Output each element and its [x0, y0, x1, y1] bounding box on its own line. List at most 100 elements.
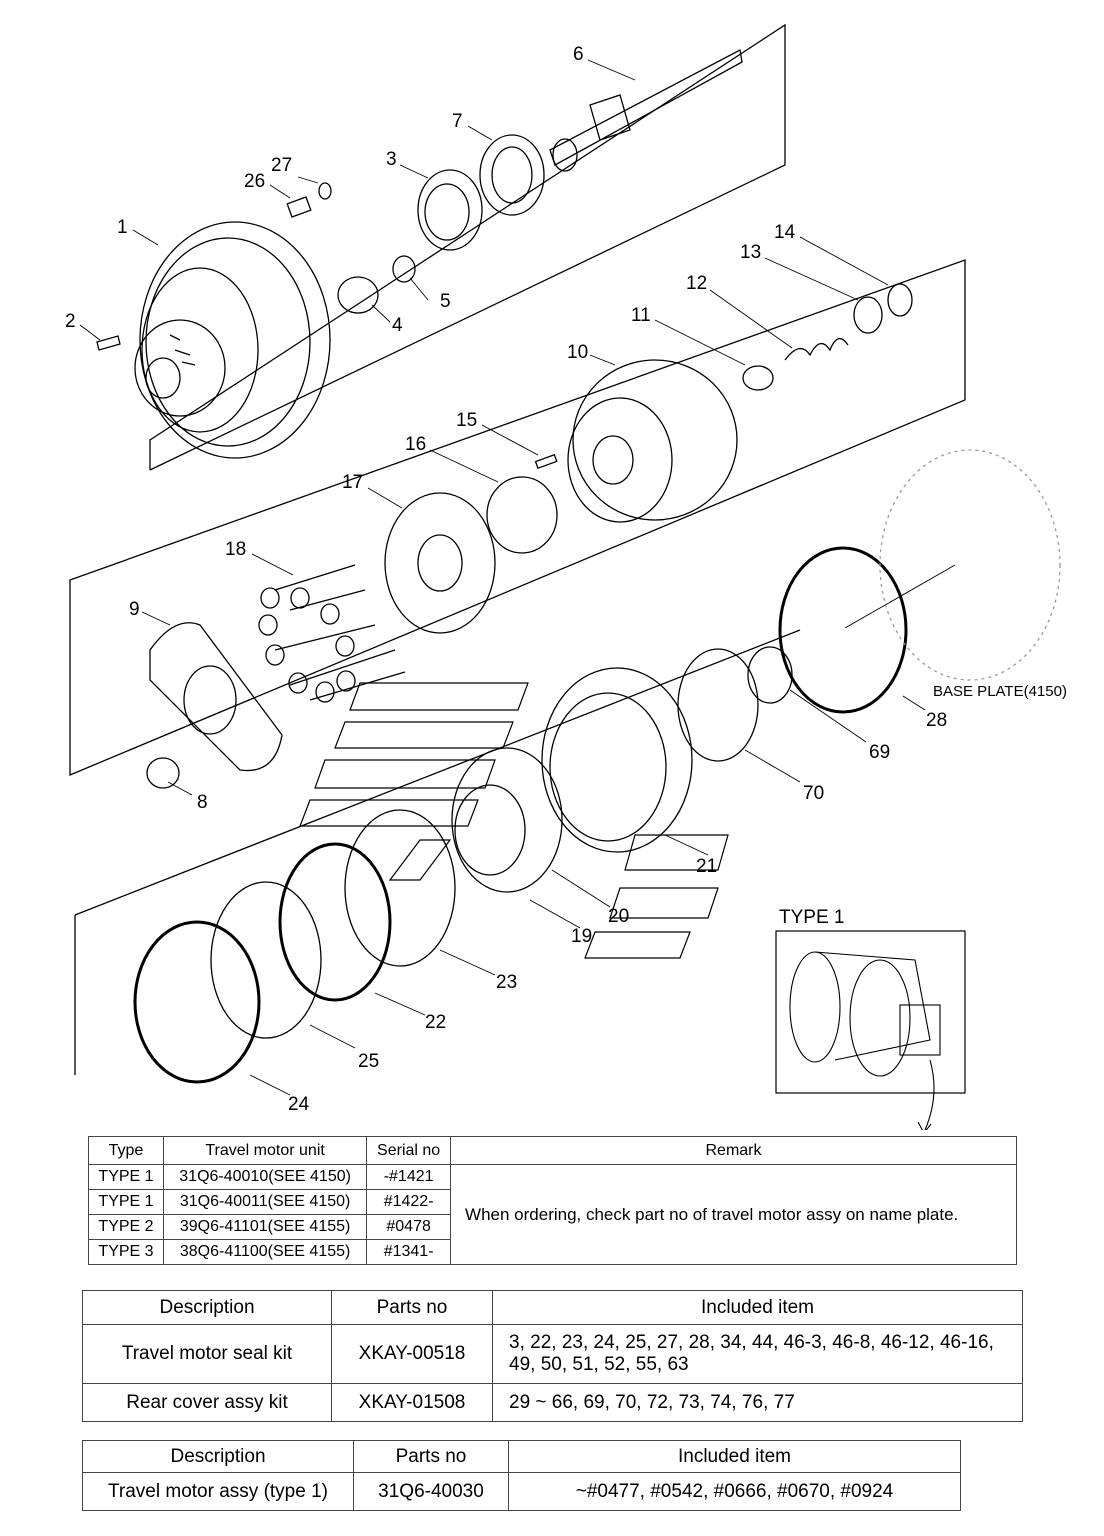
cell-included: 3, 22, 23, 24, 25, 27, 28, 34, 44, 46-3,… [492, 1324, 1023, 1384]
table-row: TYPE 1 31Q6-40010(SEE 4150) -#1421 When … [88, 1164, 1017, 1265]
callout-1: 1 [117, 217, 128, 238]
exploded-parts-diagram: 6 7 3 27 26 1 2 5 4 14 13 12 11 10 15 16… [65, 23, 1067, 1130]
callout-15: 15 [456, 410, 477, 431]
callout-2: 2 [65, 311, 76, 332]
o-ring-part [392, 255, 416, 283]
cell-unit: 31Q6-40011(SEE 4150) [162, 1189, 368, 1215]
watermark-logo [299, 682, 729, 959]
drive-shaft-part [549, 49, 743, 172]
callout-3: 3 [386, 149, 397, 170]
swash-plate-part [149, 622, 283, 772]
cell-description: Rear cover assy kit [82, 1383, 332, 1422]
callout-24: 24 [288, 1094, 310, 1115]
callout-7: 7 [452, 111, 463, 132]
cell-unit: 31Q6-40010(SEE 4150) [162, 1164, 368, 1190]
plug-part [286, 196, 312, 218]
cell-description: Travel motor assy (type 1) [82, 1472, 354, 1511]
callout-19: 19 [571, 926, 592, 947]
brake-piston-part [451, 747, 563, 893]
set-screw-part [96, 335, 121, 351]
ball-bearing-part [479, 134, 545, 216]
callout-22: 22 [425, 1012, 446, 1033]
callout-8: 8 [197, 792, 208, 813]
leader-lines [79, 59, 956, 1096]
spacer-part [853, 296, 883, 334]
cylinder-block-part [567, 359, 738, 523]
type1-inset: TYPE 1 [775, 907, 966, 1130]
large-o-ring-part [778, 546, 908, 714]
callout-4: 4 [392, 315, 403, 336]
callout-70: 70 [803, 783, 824, 804]
cell-type: TYPE 1 [88, 1164, 164, 1190]
table-row: TYPE 1 31Q6-40011(SEE 4150) #1422- [88, 1189, 1017, 1215]
valve-plate-part [677, 648, 759, 762]
cell-serial: #1341- [366, 1239, 452, 1265]
snap-ring-part [887, 283, 913, 317]
callout-20: 20 [608, 906, 629, 927]
steel-ball-part [146, 757, 180, 789]
bearing-part [417, 169, 483, 251]
col-header-remark: Remark [450, 1136, 1017, 1165]
seal-ring-22-part [278, 842, 392, 1002]
washer-part [742, 365, 774, 391]
cell-parts-no: XKAY-00518 [331, 1324, 493, 1384]
callout-28: 28 [926, 710, 947, 731]
callout-26: 26 [244, 171, 265, 192]
rear-flange-part [541, 667, 693, 853]
callout-11: 11 [631, 305, 651, 326]
cell-type: TYPE 2 [88, 1214, 164, 1240]
callout-12: 12 [686, 273, 707, 294]
table-row: TYPE 2 39Q6-41101(SEE 4155) #0478 [88, 1214, 1017, 1240]
col-header-included: Included item [492, 1290, 1023, 1325]
col-header-included: Included item [508, 1440, 961, 1473]
table-row: TYPE 3 38Q6-41100(SEE 4155) #1341- [88, 1239, 1017, 1265]
base-plate-note: BASE PLATE(4150) [933, 683, 1067, 700]
cell-type: TYPE 3 [88, 1239, 164, 1265]
cell-included: 29 ~ 66, 69, 70, 72, 73, 74, 76, 77 [492, 1383, 1023, 1422]
callout-16: 16 [405, 434, 426, 455]
cell-remark: When ordering, check part no of travel m… [450, 1164, 1017, 1265]
seal-ring-24-part [133, 920, 261, 1084]
ball-guide-part [486, 476, 558, 554]
callout-10: 10 [567, 342, 588, 363]
callout-18: 18 [225, 539, 246, 560]
cell-serial: -#1421 [366, 1164, 452, 1190]
hub-housing-part [134, 221, 331, 459]
col-header-unit: Travel motor unit [162, 1136, 368, 1165]
cell-serial: #0478 [366, 1214, 452, 1240]
bushing-part [337, 276, 379, 314]
piston-set-part [258, 564, 406, 703]
callout-25: 25 [358, 1051, 379, 1072]
retainer-plate-part [384, 492, 496, 634]
cell-unit: 39Q6-41101(SEE 4155) [162, 1214, 368, 1240]
callout-69: 69 [869, 742, 890, 763]
callout-14: 14 [774, 222, 796, 243]
needle-bearing-part [747, 646, 793, 704]
col-header-serial: Serial no [366, 1136, 452, 1165]
cell-type: TYPE 1 [88, 1189, 164, 1215]
spring-part [784, 338, 849, 361]
cell-description: Travel motor seal kit [82, 1324, 332, 1384]
cell-parts-no: XKAY-01508 [331, 1383, 493, 1422]
friction-plate-part [454, 784, 526, 876]
inset-title: TYPE 1 [779, 907, 844, 928]
table-row: Travel motor seal kit XKAY-00518 3, 22, … [82, 1324, 1023, 1384]
travel-motor-type-table: Type Travel motor unit Serial no Remark … [88, 1136, 1017, 1265]
col-header-description: Description [82, 1290, 332, 1325]
cell-included: ~#0477, #0542, #0666, #0670, #0924 [508, 1472, 961, 1511]
callout-6: 6 [573, 44, 584, 65]
callout-9: 9 [129, 599, 140, 620]
motor-assy-table: Description Parts no Included item Trave… [82, 1440, 961, 1511]
base-plate-outline [879, 449, 1061, 681]
callout-5: 5 [440, 291, 451, 312]
kit-parts-table: Description Parts no Included item Trave… [82, 1290, 1023, 1422]
callout-13: 13 [740, 242, 761, 263]
table-row: Rear cover assy kit XKAY-01508 29 ~ 66, … [82, 1383, 1023, 1422]
col-header-type: Type [88, 1136, 164, 1165]
seal-ring-23-part [344, 809, 456, 967]
group-boundary-lower [74, 629, 801, 1075]
group-boundary-upper [149, 23, 786, 471]
cell-parts-no: 31Q6-40030 [353, 1472, 509, 1511]
group-boundary-middle [69, 259, 966, 776]
col-header-description: Description [82, 1440, 354, 1473]
